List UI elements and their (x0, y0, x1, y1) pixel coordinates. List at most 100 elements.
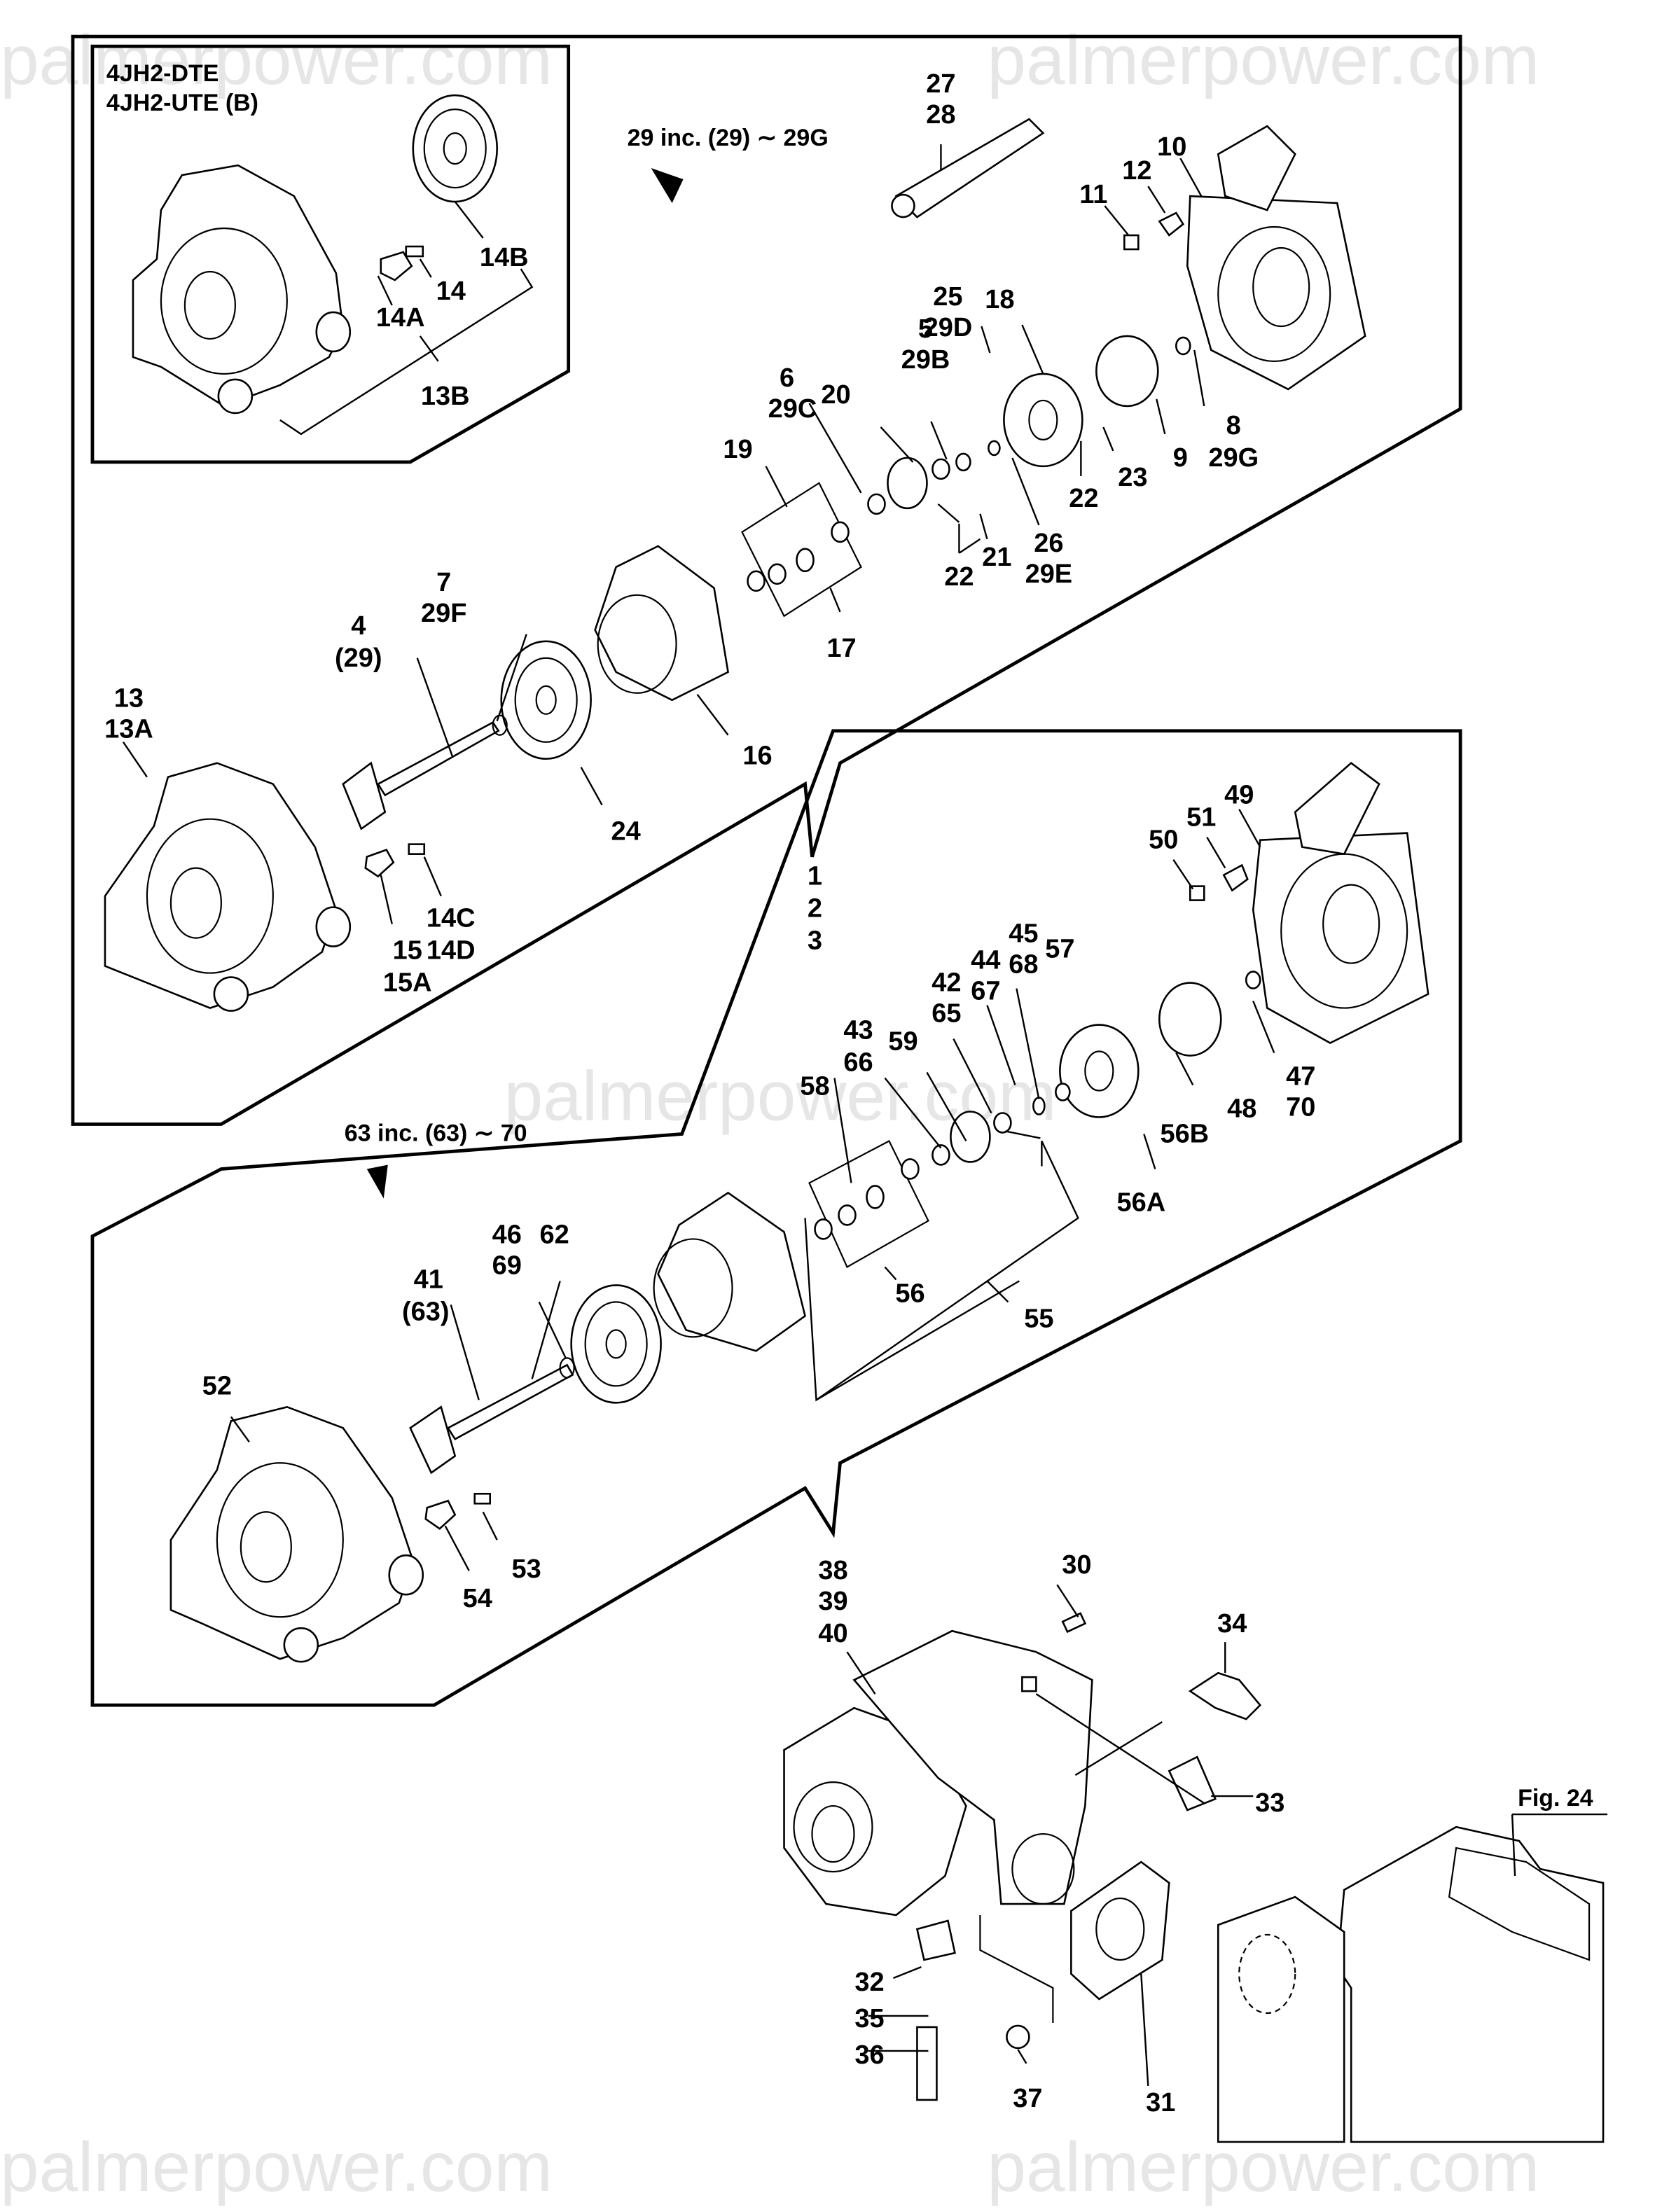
center-housing-16 (594, 545, 730, 702)
part-label-b-68: 68 (1009, 950, 1038, 980)
plate-14a (380, 251, 413, 281)
compressor-wheel-48 (1158, 982, 1222, 1057)
bearing-kit-58-bracket (808, 1139, 929, 1268)
part-label-a-15: 15 (393, 936, 422, 966)
part-label-c-38: 38 (818, 1556, 847, 1585)
part-label-a-14d: 14D (427, 936, 476, 966)
section-a-frame (71, 34, 1462, 1126)
part-label-c-34: 34 (1217, 1609, 1247, 1639)
part-label-a-22a: 22 (944, 562, 974, 592)
part-label-a-16: 16 (742, 742, 772, 771)
part-label-a-29g: 29G (1208, 443, 1259, 473)
part-label-a-17: 17 (826, 634, 856, 663)
part-label-c-30: 30 (1062, 1550, 1091, 1580)
seal-plate-57 (1059, 1024, 1140, 1118)
compressor-housing-49 (1252, 832, 1429, 1045)
part-label-a-21: 21 (982, 543, 1011, 572)
part-label-a-29f: 29F (421, 599, 466, 628)
label-14: 14 (436, 277, 466, 306)
bearing-kit-19-bracket (741, 482, 862, 618)
part-label-b-56a: 56A (1116, 1188, 1165, 1217)
part-label-a-14c: 14C (427, 904, 476, 933)
part-label-a-8: 8 (1226, 411, 1241, 440)
part-label-b-56: 56 (895, 1279, 924, 1308)
part-label-b-56b: 56B (1160, 1119, 1209, 1148)
part-label-b-69: 69 (492, 1251, 522, 1280)
part-label-c-32: 32 (854, 1968, 884, 1997)
stud-30 (1061, 1612, 1087, 1634)
fig-24-reference: Fig. 24 (1518, 1785, 1593, 1811)
part-label-c-31: 31 (1146, 2088, 1175, 2117)
watermark-top-left: palmerpower.com (0, 22, 553, 99)
thrust-collar-5 (932, 458, 950, 480)
part-label-b-63p: (63) (402, 1297, 450, 1326)
turbine-shaft-41 (446, 1363, 574, 1441)
part-label-b-57: 57 (1045, 935, 1074, 964)
part-label-a-18: 18 (985, 285, 1014, 314)
inset-frame (90, 44, 571, 464)
kit-29-marker-icon (651, 168, 684, 204)
section-b-drawing (169, 762, 1429, 1663)
label-assembly-1: 1 (808, 862, 822, 891)
collar-6 (867, 493, 886, 515)
part-label-b-48: 48 (1227, 1094, 1256, 1123)
pipe-35 (916, 2026, 938, 2101)
part-label-b-45: 45 (1009, 919, 1038, 949)
label-14a: 14A (376, 303, 425, 333)
center-housing (657, 1191, 806, 1352)
part-label-b-62: 62 (540, 1220, 569, 1249)
model-label-1: 4JH2-DTE (106, 60, 219, 87)
part-label-b-49: 49 (1224, 781, 1254, 810)
part-label-b-66: 66 (843, 1048, 873, 1078)
snap-ring-7 (492, 714, 508, 736)
part-label-a-12: 12 (1122, 156, 1151, 186)
part-label-a-4: 4 (351, 611, 366, 641)
snap-ring-46 (559, 1357, 575, 1379)
elbow-34 (1188, 1671, 1262, 1720)
part-label-c-39: 39 (818, 1587, 847, 1616)
part-label-c-37: 37 (1013, 2084, 1042, 2113)
kit-29-caption: 29 inc. (29) ∼ 29G (628, 125, 829, 151)
section-a-leaders (122, 144, 1205, 924)
part-label-b-50: 50 (1149, 826, 1178, 855)
seal-plate-18 (1003, 373, 1083, 468)
part-label-a-28: 28 (926, 100, 955, 130)
watermark-bottom-left: palmerpower.com (0, 2129, 553, 2206)
exhaust-manifold (1217, 1895, 1345, 2143)
collar-43 (932, 1144, 950, 1166)
label-13b: 13B (421, 382, 470, 411)
part-label-b-46: 46 (492, 1220, 522, 1249)
part-label-a-23: 23 (1118, 463, 1147, 492)
section-a-drawing (104, 118, 1366, 1012)
heat-shield-14b (412, 94, 499, 203)
part-label-a-10: 10 (1157, 132, 1186, 162)
part-label-a-6: 6 (780, 363, 794, 393)
part-label-b-58: 58 (800, 1072, 829, 1101)
part-label-b-52: 52 (202, 1371, 232, 1400)
part-label-a-25: 25 (933, 282, 962, 312)
thrust-bearing-59 (950, 1111, 991, 1163)
part-label-a-29d: 29D (924, 313, 973, 342)
inset-drawing: 4JH2-DTE 4JH2-UTE (B) 14B 14 14A 13B (106, 60, 534, 436)
part-label-b-53: 53 (512, 1554, 541, 1584)
thrust-bearing-20 (887, 457, 928, 510)
nut-37 (1006, 2024, 1030, 2050)
pipe-33 (1168, 1755, 1217, 1811)
section-b-frame (90, 729, 1462, 1707)
kit-63-marker-icon (366, 1164, 388, 1199)
part-label-b-42: 42 (932, 968, 961, 998)
part-label-c-35: 35 (854, 2004, 884, 2033)
engine-block-outline (1336, 1825, 1605, 2143)
part-label-c-40: 40 (818, 1619, 847, 1648)
part-label-a-7: 7 (436, 568, 451, 597)
turbine-wheel-b (409, 1405, 457, 1475)
part-label-c-36: 36 (854, 2040, 884, 2070)
washer-51 (1222, 863, 1249, 892)
turbine-housing-inset (132, 164, 352, 415)
part-label-a-19: 19 (723, 435, 752, 464)
sealant-tube (894, 118, 1045, 218)
nut-47 (1245, 971, 1261, 989)
